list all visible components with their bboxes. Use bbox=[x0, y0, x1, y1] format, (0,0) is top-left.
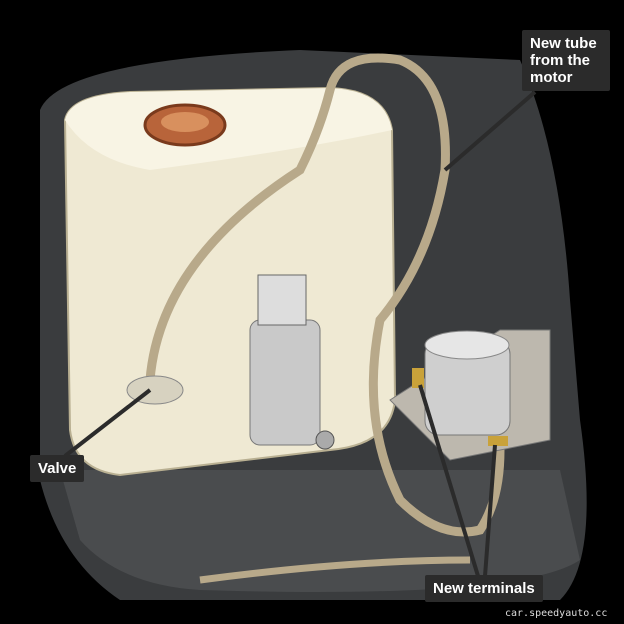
reservoir-top bbox=[65, 88, 392, 170]
watermark: car.speedyauto.cc bbox=[505, 608, 608, 619]
label-new-terminals: New terminals bbox=[425, 575, 543, 602]
label-new-tube: New tube from the motor bbox=[522, 30, 610, 91]
leader-line-valve bbox=[63, 388, 152, 458]
terminal bbox=[488, 436, 508, 446]
terminal bbox=[412, 368, 424, 388]
leader-line-tube bbox=[443, 90, 537, 172]
floor-panel bbox=[60, 470, 580, 592]
label-valve: Valve bbox=[30, 455, 85, 482]
pump-connector bbox=[257, 274, 307, 326]
leader-line-terminal bbox=[418, 384, 480, 577]
pump-motor bbox=[249, 319, 321, 446]
leader-line-terminal bbox=[483, 444, 497, 577]
